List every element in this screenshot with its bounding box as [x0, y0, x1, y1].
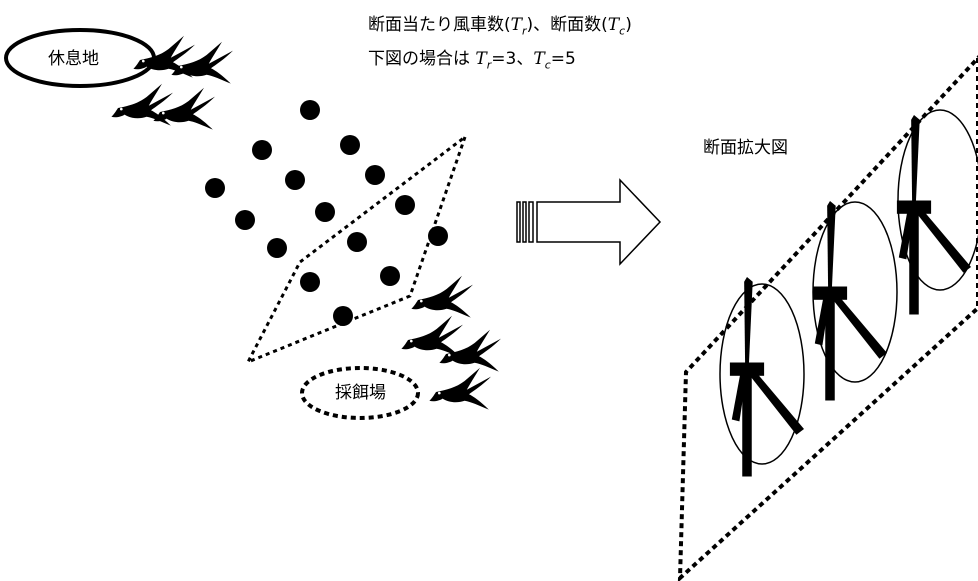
- feeding-area-label: 採餌場: [335, 383, 386, 403]
- zoom-arrow-icon: [516, 178, 662, 266]
- section-outline-left: [244, 132, 469, 365]
- section-zoom-label: 断面拡大図: [703, 138, 788, 158]
- title-line-2: 下図の場合は Tr=3、Tc=5: [368, 49, 576, 72]
- bird-flock-feeding: [401, 275, 501, 410]
- turbine-dots: [205, 100, 448, 326]
- zoom-turbines: [719, 109, 978, 477]
- rest-area-label: 休息地: [48, 49, 99, 69]
- section-outline-zoom: [677, 55, 978, 581]
- bird-flock-rest: [111, 35, 233, 130]
- title-line-1: 断面当たり風車数(Tr)、断面数(Tc): [368, 15, 632, 38]
- feeding-area-outline: [300, 366, 420, 420]
